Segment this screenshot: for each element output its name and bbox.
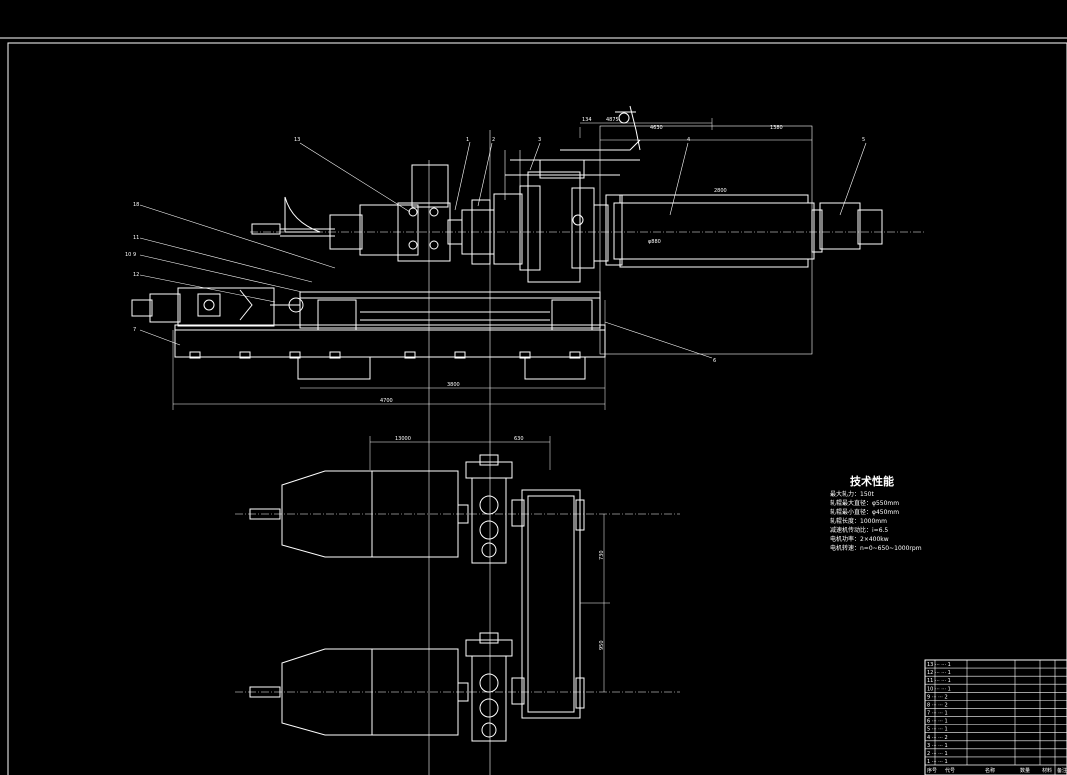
spec-line-2: 轧辊最大直径：φ550mm xyxy=(830,499,899,507)
part-label-7: 7 xyxy=(133,327,136,333)
part-label-18: 18 xyxy=(133,202,139,208)
dim-roll-1: 730 xyxy=(599,550,605,560)
dim-bottom-b: 630 xyxy=(514,436,524,442)
title-block-row: 4 ··· ··· 2 xyxy=(927,735,948,741)
dim-base-1: 3800 xyxy=(447,382,460,388)
title-block-row: 9 ··· ··· 2 xyxy=(927,694,948,700)
dim-top-d: 1380 xyxy=(770,125,783,131)
elevation-view: 13 1 2 3 4 5 18 11 10 9 12 7 6 134 4875 … xyxy=(125,105,925,775)
technical-spec: 技术性能 最大轧力：150t 轧辊最大直径：φ550mm 轧辊最小直径：φ450… xyxy=(830,474,922,552)
part-label-10-9: 10 9 xyxy=(125,252,136,258)
dim-top-b: 4875 xyxy=(606,117,619,123)
title-block-row: 2 ··· ··· 1 xyxy=(927,751,948,757)
spec-line-5: 减速机传动比：i=6.5 xyxy=(830,526,888,534)
tb-footer-code: 代号 xyxy=(945,767,955,774)
part-label-6: 6 xyxy=(713,358,716,364)
part-label-3: 3 xyxy=(538,137,541,143)
spec-line-6: 电机功率：2×400kw xyxy=(830,535,889,543)
dim-base-2: 4700 xyxy=(380,398,393,404)
dim-roll-2: 950 xyxy=(599,640,605,650)
tb-footer-note: 备注 xyxy=(1057,767,1067,774)
spec-line-4: 轧辊长度：1000mm xyxy=(830,517,887,525)
title-block-row: 10 ··· ··· 1 xyxy=(927,686,951,692)
spec-line-3: 轧辊最小直径：φ450mm xyxy=(830,508,899,516)
title-block: 13 ··· ··· 1 12 ··· ··· 1 11 ··· ··· 1 10 ·… xyxy=(924,659,1067,775)
spec-title: 技术性能 xyxy=(850,474,894,488)
dim-top-c: 4630 xyxy=(650,125,663,131)
part-label-11: 11 xyxy=(133,235,139,241)
title-block-row: 5 ··· ··· 1 xyxy=(927,727,948,733)
part-label-5: 5 xyxy=(862,137,865,143)
title-block-row: 13 ··· ··· 1 xyxy=(927,662,951,668)
title-block-row: 12 ··· ··· 1 xyxy=(927,670,951,676)
dim-bottom-a: 13000 xyxy=(395,436,411,442)
title-block-row: 1 ··· ··· 1 xyxy=(927,759,948,765)
spec-line-7: 电机转速：n=0~650~1000rpm xyxy=(830,544,922,552)
title-block-row: 6 ··· ··· 1 xyxy=(927,719,948,725)
dim-motor-dia: φ880 xyxy=(648,239,661,245)
part-label-12: 12 xyxy=(133,272,139,278)
part-label-1: 1 xyxy=(466,137,469,143)
part-label-13: 13 xyxy=(294,137,300,143)
tb-footer-name: 名称 xyxy=(985,767,995,774)
spec-line-1: 最大轧力：150t xyxy=(830,490,874,498)
drawing-frame xyxy=(0,37,1067,775)
title-block-row: 8 ··· ··· 2 xyxy=(927,702,948,708)
tb-footer-qty: 数量 xyxy=(1020,767,1030,774)
part-label-4: 4 xyxy=(687,137,690,143)
tb-footer-no: 序号 xyxy=(927,767,937,774)
part-label-2: 2 xyxy=(492,137,495,143)
title-block-row: 7 ··· ··· 1 xyxy=(927,711,948,717)
title-block-row: 11 ··· ··· 1 xyxy=(927,678,951,684)
dim-top-a: 134 xyxy=(582,117,592,123)
title-block-row: 3 ··· ··· 1 xyxy=(927,743,948,749)
tb-footer-material: 材料 xyxy=(1042,767,1052,774)
plan-view: 13000 630 xyxy=(235,436,680,742)
dim-motor-len: 2800 xyxy=(714,188,727,194)
